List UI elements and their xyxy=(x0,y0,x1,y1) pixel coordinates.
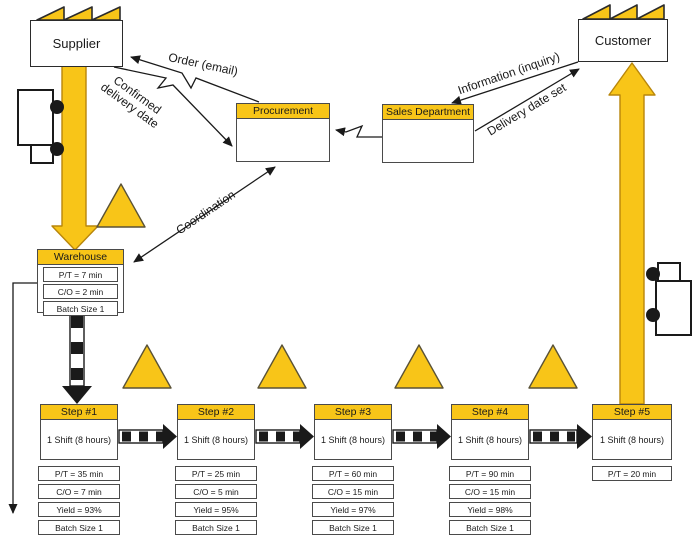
step-5-shift: 1 Shift (8 hours) xyxy=(599,434,665,445)
step-2-shift: 1 Shift (8 hours) xyxy=(183,434,249,445)
step-1-data-box: P/T = 35 min C/O = 7 min Yield = 93% Bat… xyxy=(38,466,120,538)
customer-label: Customer xyxy=(594,33,652,48)
customer-shipment-arrow xyxy=(608,62,656,405)
inventory-triangle-warehouse xyxy=(96,183,146,228)
step-1-data-row: Batch Size 1 xyxy=(38,520,120,535)
step-2-data-row: C/O = 5 min xyxy=(175,484,257,499)
supplier-label: Supplier xyxy=(52,36,101,51)
push-arrow-step2-step3 xyxy=(255,424,314,449)
process-step-3-box: Step #3 1 Shift (8 hours) xyxy=(314,404,392,460)
step-4-data-box: P/T = 90 min C/O = 15 min Yield = 98% Ba… xyxy=(449,466,531,538)
step-1-title: Step #1 xyxy=(41,405,117,420)
step-1-data-row: P/T = 35 min xyxy=(38,466,120,481)
step-5-title: Step #5 xyxy=(593,405,671,420)
sales-department-box: Sales Department xyxy=(382,104,474,163)
step-1-data-row: Yield = 93% xyxy=(38,502,120,517)
push-arrow-step1-step2 xyxy=(118,424,177,449)
step-4-shift: 1 Shift (8 hours) xyxy=(457,434,523,445)
process-step-4-box: Step #4 1 Shift (8 hours) xyxy=(451,404,529,460)
step-1-data-row: C/O = 7 min xyxy=(38,484,120,499)
step-4-title: Step #4 xyxy=(452,405,528,420)
step-4-data-row: Batch Size 1 xyxy=(449,520,531,535)
timeline-connector-arrow xyxy=(8,282,37,514)
confirmed-delivery-date-arrow xyxy=(113,66,233,147)
customer-truck-icon xyxy=(646,262,692,336)
process-step-5-box: Step #5 1 Shift (8 hours) xyxy=(592,404,672,460)
inventory-triangle-4 xyxy=(528,344,578,389)
process-step-1-box: Step #1 1 Shift (8 hours) xyxy=(40,404,118,460)
procurement-box: Procurement xyxy=(236,103,330,162)
customer-factory-roof-icon xyxy=(582,4,665,20)
step-3-data-row: P/T = 60 min xyxy=(312,466,394,481)
process-step-2-box: Step #2 1 Shift (8 hours) xyxy=(177,404,255,460)
step-4-data-row: C/O = 15 min xyxy=(449,484,531,499)
step-3-data-row: C/O = 15 min xyxy=(312,484,394,499)
step-2-title: Step #2 xyxy=(178,405,254,420)
step-2-data-row: P/T = 25 min xyxy=(175,466,257,481)
supplier-shipment-arrow xyxy=(51,65,99,251)
step-4-data-row: P/T = 90 min xyxy=(449,466,531,481)
coordination-arrow xyxy=(133,166,276,263)
push-arrow-step3-step4 xyxy=(392,424,451,449)
warehouse-data-row: P/T = 7 min xyxy=(43,267,118,282)
step-5-data-box: P/T = 20 min xyxy=(592,466,672,484)
step-2-data-row: Yield = 95% xyxy=(175,502,257,517)
customer-box: Customer xyxy=(578,19,668,62)
supplier-box: Supplier xyxy=(30,20,123,67)
step-2-data-box: P/T = 25 min C/O = 5 min Yield = 95% Bat… xyxy=(175,466,257,538)
step-1-shift: 1 Shift (8 hours) xyxy=(46,434,112,445)
step-3-shift: 1 Shift (8 hours) xyxy=(320,434,386,445)
step-3-data-row: Yield = 97% xyxy=(312,502,394,517)
step-2-data-row: Batch Size 1 xyxy=(175,520,257,535)
order-email-arrow xyxy=(130,55,260,103)
push-arrow-step4-step5 xyxy=(529,424,592,449)
supplier-factory-roof-icon xyxy=(36,6,121,21)
warehouse-title: Warehouse xyxy=(38,250,123,265)
supplier-truck-icon xyxy=(17,89,64,164)
warehouse-data-box: P/T = 7 min C/O = 2 min Batch Size 1 xyxy=(43,267,118,318)
warehouse-box: Warehouse P/T = 7 min C/O = 2 min Batch … xyxy=(37,249,124,316)
step-3-title: Step #3 xyxy=(315,405,391,420)
delivery-date-set-arrow xyxy=(474,68,580,132)
push-arrow-warehouse-step1 xyxy=(62,313,92,404)
step-4-data-row: Yield = 98% xyxy=(449,502,531,517)
step-3-data-box: P/T = 60 min C/O = 15 min Yield = 97% Ba… xyxy=(312,466,394,538)
procurement-title: Procurement xyxy=(237,104,329,119)
information-inquiry-arrow xyxy=(451,61,579,105)
step-3-data-row: Batch Size 1 xyxy=(312,520,394,535)
inventory-triangle-2 xyxy=(257,344,307,389)
sales-to-procurement-arrow xyxy=(335,124,382,138)
inventory-triangles xyxy=(96,183,578,389)
warehouse-data-row: C/O = 2 min xyxy=(43,284,118,299)
step-5-data-row: P/T = 20 min xyxy=(592,466,672,481)
inventory-triangle-3 xyxy=(394,344,444,389)
sales-department-title: Sales Department xyxy=(383,105,473,120)
inventory-triangle-1 xyxy=(122,344,172,389)
warehouse-data-row: Batch Size 1 xyxy=(43,301,118,316)
